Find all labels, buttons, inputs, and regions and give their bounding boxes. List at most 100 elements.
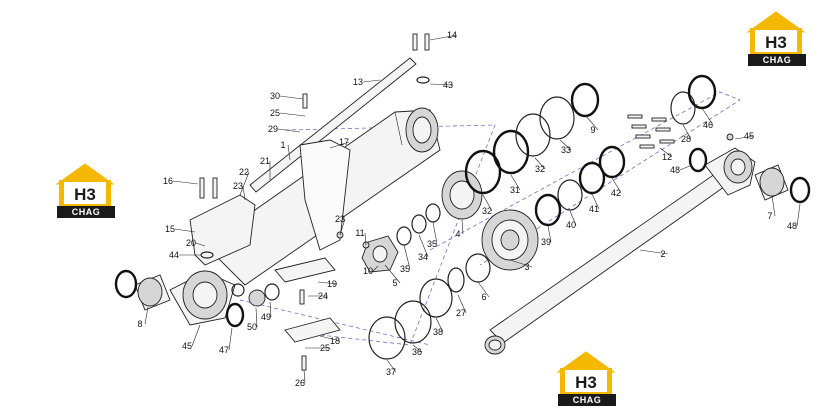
callout-leader-48: [679, 164, 693, 171]
callout-leader-38: [435, 317, 444, 333]
callout-leader-20: [195, 242, 206, 247]
callout-leader-43: [429, 83, 454, 86]
callout-leader-31: [510, 174, 521, 191]
callout-label-16: 16: [163, 176, 173, 186]
callout-leader-32: [534, 157, 546, 170]
clamp-bracket-lower: [274, 257, 341, 343]
callout-leader-16: [172, 180, 199, 185]
callout-leader-32: [482, 194, 493, 212]
callout-label-42: 42: [611, 188, 621, 198]
logo-caption-text: CHAG: [72, 207, 101, 217]
callout-label-23: 23: [233, 181, 243, 191]
cylinder-bottom-eye: [169, 270, 236, 326]
callout-label-12: 12: [662, 152, 672, 162]
callout-label-35: 35: [427, 239, 437, 249]
callout-label-14: 14: [447, 30, 457, 40]
piston-nut: [361, 235, 399, 273]
callout-leader-4: [461, 219, 464, 235]
callout-leader-17: [329, 141, 350, 149]
callout-leader-47: [228, 327, 233, 351]
callout-label-40: 40: [566, 220, 576, 230]
callout-label-1: 1: [280, 140, 285, 150]
callout-leader-25: [279, 112, 306, 117]
callout-leader-1: [287, 144, 291, 161]
callout-label-3: 3: [524, 262, 529, 272]
callout-label-7: 7: [767, 211, 772, 221]
callout-leader-9: [584, 114, 599, 131]
callout-leader-33: [559, 139, 572, 151]
callout-label-27: 27: [456, 308, 466, 318]
callout-leader-11: [364, 232, 367, 246]
callout-leader-28: [682, 124, 692, 140]
callout-leader-36: [412, 344, 423, 353]
callout-label-18: 18: [330, 336, 340, 346]
logo-mark-text: H3: [74, 185, 96, 204]
callout-leader-8: [144, 306, 149, 325]
callout-leader-34: [418, 234, 429, 258]
callout-leader-39: [547, 225, 552, 243]
callout-label-19: 19: [327, 279, 337, 289]
callout-leader-14: [429, 34, 458, 41]
callout-leader-10: [372, 265, 379, 272]
callout-leader-30: [279, 95, 304, 100]
callout-leader-18: [319, 335, 341, 342]
callout-label-11: 11: [355, 228, 364, 238]
callout-leader-6: [477, 281, 490, 298]
callout-leader-40: [569, 210, 577, 226]
callout-label-5: 5: [392, 278, 397, 288]
callout-label-10: 10: [363, 266, 373, 276]
callout-label-6: 6: [481, 292, 486, 302]
part-callouts: 1234567891011121314151617181920212223232…: [137, 30, 801, 388]
callout-leader-48: [796, 203, 801, 227]
callout-label-25: 25: [270, 108, 280, 118]
bushing-left: [134, 274, 171, 311]
callout-label-35: 35: [400, 264, 410, 274]
callout-label-20: 20: [186, 238, 196, 248]
callout-label-32: 32: [535, 164, 545, 174]
callout-leader-19: [317, 281, 338, 285]
callout-leader-45: [734, 135, 755, 140]
callout-label-49: 49: [261, 312, 271, 322]
callout-leader-7: [771, 195, 776, 217]
callout-label-24: 24: [318, 291, 328, 301]
callout-label-2: 2: [660, 249, 665, 259]
callout-label-47: 47: [219, 345, 229, 355]
logo-mark-text: H3: [575, 373, 597, 392]
rod-eye: [704, 147, 756, 196]
callout-label-32: 32: [482, 206, 492, 216]
callout-label-36: 36: [412, 347, 422, 357]
oil-pipe: [249, 57, 417, 251]
callout-label-22: 22: [239, 167, 249, 177]
callout-label-15: 15: [165, 224, 175, 234]
callout-label-44: 44: [169, 250, 179, 260]
callout-leader-15: [174, 228, 196, 233]
callout-label-13: 13: [353, 77, 363, 87]
callout-leader-23: [339, 218, 346, 236]
callout-leader-13: [362, 79, 381, 83]
callout-label-31: 31: [510, 185, 520, 195]
callout-label-4: 4: [455, 229, 460, 239]
callout-label-29: 29: [268, 124, 278, 134]
callout-leader-27: [457, 294, 467, 314]
callout-leader-42: [611, 177, 622, 194]
callout-label-39: 39: [541, 237, 551, 247]
callout-leader-3: [509, 259, 533, 268]
callout-leader-49: [269, 301, 272, 318]
callout-label-17: 17: [339, 137, 349, 147]
callout-leader-2: [639, 249, 669, 255]
callout-leader-29: [277, 128, 301, 133]
callout-leader-41: [591, 193, 600, 210]
callout-label-48: 48: [670, 165, 680, 175]
callout-leader-5: [384, 264, 401, 284]
callout-label-37: 37: [386, 367, 396, 377]
callout-label-43: 43: [443, 80, 453, 90]
callout-label-50: 50: [247, 322, 257, 332]
bushing-right: [754, 164, 789, 201]
callout-label-23: 23: [335, 214, 345, 224]
callout-leader-50: [255, 307, 258, 328]
callout-label-48: 48: [787, 221, 797, 231]
